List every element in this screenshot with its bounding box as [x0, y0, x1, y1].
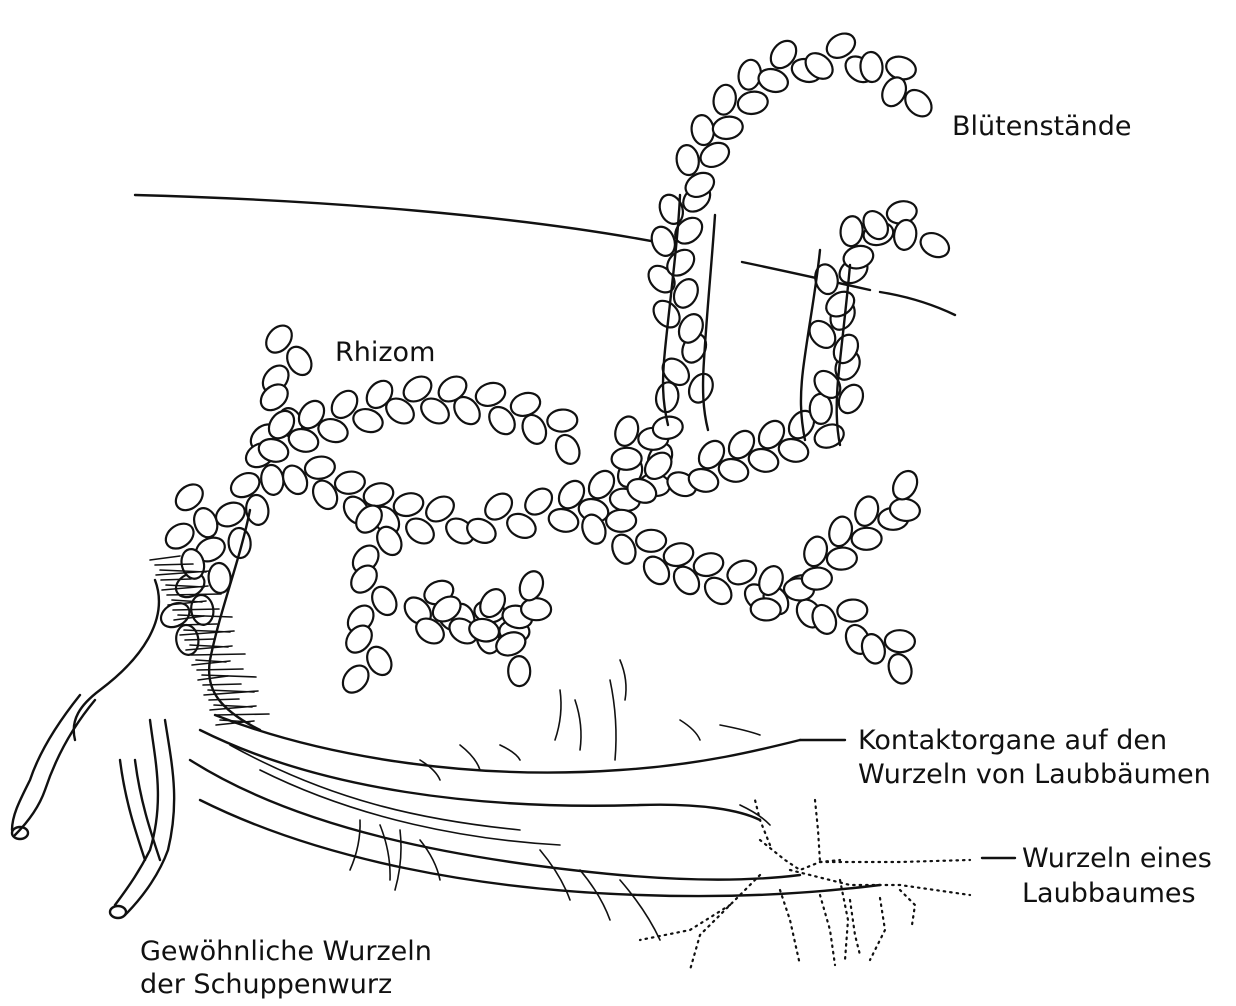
hatch-stroke	[185, 639, 215, 640]
root-fibre	[575, 700, 581, 750]
label-bluetenstaende: Blütenstände	[952, 110, 1132, 144]
rhizome-scale	[608, 531, 639, 567]
root-fibre	[610, 680, 616, 760]
hatch-stroke	[197, 669, 243, 670]
rhizome-scale	[350, 405, 386, 436]
dotted-host-roots	[640, 800, 970, 970]
hatch-stroke	[191, 654, 245, 655]
rhizome-scale	[851, 527, 882, 550]
rhizome-scale	[547, 409, 578, 433]
rhizome-scale	[837, 599, 868, 623]
rhizome-scale	[801, 534, 831, 569]
label-wurzeln-eines-line2: Laubbaumes	[1022, 877, 1196, 911]
rhizome-scale	[338, 661, 374, 698]
rhizome-scale	[303, 455, 336, 481]
rhizome-scale	[826, 547, 857, 571]
label-kontaktorgane-line1: Kontaktorgane auf den	[858, 724, 1167, 758]
hatch-stroke	[198, 676, 228, 680]
root-fibre	[620, 880, 660, 940]
hatch-stroke	[161, 579, 191, 580]
root-fibre	[380, 825, 390, 880]
rhizome-scale	[508, 389, 544, 420]
rhizome-scale	[736, 89, 769, 116]
root-fibre	[420, 760, 440, 780]
host-roots	[190, 715, 880, 896]
rhizome-scale	[190, 505, 221, 541]
root-fibre	[460, 745, 480, 770]
label-gewoehnliche-line2: der Schuppenwurz	[140, 968, 392, 1002]
rhizome-scale	[811, 420, 847, 451]
rhizome-scales	[157, 29, 953, 698]
rhizome-scale	[885, 630, 916, 653]
root-fibre	[580, 870, 610, 920]
fine-root-fibres	[350, 660, 770, 940]
hatch-stroke	[203, 684, 241, 685]
label-gewoehnliche-line1: Gewöhnliche Wurzeln	[140, 935, 432, 969]
rhizome-scale	[711, 83, 738, 116]
root-fibre	[395, 830, 401, 890]
rhizome-scale	[333, 470, 366, 496]
rhizome-scale	[675, 144, 701, 177]
hatch-stroke	[155, 564, 193, 565]
root-fibre	[540, 850, 570, 900]
rhizome-scale	[636, 529, 666, 552]
label-rhizom: Rhizom	[335, 336, 435, 370]
rhizome-scale	[888, 467, 922, 504]
rhizome-scale	[885, 651, 915, 686]
root-fibre	[350, 820, 360, 870]
rhizome-scale	[508, 656, 531, 686]
hatch-stroke	[167, 594, 221, 595]
hatch-stroke	[173, 609, 219, 610]
hatch-stroke	[215, 714, 269, 715]
rhizome-scale	[711, 114, 744, 141]
hatch-stroke	[150, 556, 180, 560]
rhizome-scale	[552, 431, 584, 467]
hatch-stroke	[209, 699, 239, 700]
label-kontaktorgane-line2: Wurzeln von Laubbäumen	[858, 758, 1211, 792]
rhizome-scale	[259, 463, 285, 496]
rhizome-scale	[612, 414, 642, 449]
rhizome-scale	[839, 215, 864, 247]
rhizome-scale	[750, 597, 781, 621]
root-fibre	[500, 745, 520, 760]
root-fibre	[620, 660, 626, 700]
rhizome-scale	[826, 514, 856, 549]
rhizome-scale	[690, 114, 716, 147]
rhizome-scale	[546, 506, 581, 536]
root-fibre	[720, 725, 760, 735]
rhizome-scale	[852, 494, 882, 529]
ordinary-roots	[12, 695, 174, 918]
label-wurzeln-eines-line1: Wurzeln eines	[1022, 842, 1212, 876]
rhizome-scale	[801, 567, 832, 591]
rhizome-scale	[916, 228, 953, 262]
hatch-stroke	[179, 624, 217, 625]
rhizome-scale	[473, 379, 509, 410]
rhizome-scale	[521, 598, 551, 621]
rhizome-scale	[606, 509, 636, 532]
root-fibre	[680, 720, 700, 740]
rhizome-scale	[611, 447, 642, 470]
root-fibre	[555, 690, 561, 740]
